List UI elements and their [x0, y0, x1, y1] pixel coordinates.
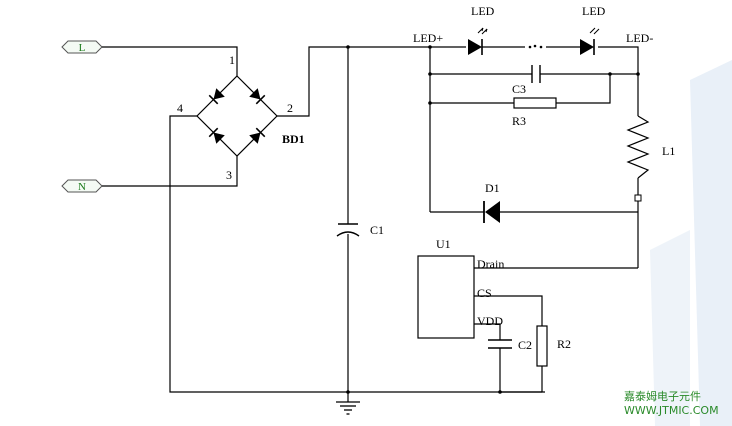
bridge-rectifier: 1 2 3 4 BD1: [177, 53, 305, 182]
bridge-label: BD1: [282, 132, 305, 146]
bridge-pin-3: 3: [226, 168, 232, 182]
bridge-diode-icon: [249, 88, 266, 105]
capacitor-c3: C3: [512, 65, 541, 96]
neutral-terminal: N: [61, 179, 103, 193]
led-plus-label: LED+: [413, 31, 443, 45]
u1-pin-drain: Drain: [477, 257, 504, 271]
bridge-diode-icon: [208, 127, 225, 144]
r2-label: R2: [557, 337, 571, 351]
u1-pin-vdd: VDD: [477, 314, 503, 328]
led-1-icon: [468, 27, 525, 55]
bridge-diode-icon: [249, 127, 266, 144]
neutral-terminal-label: N: [78, 181, 86, 193]
capacitor-c1: C1: [336, 223, 384, 237]
watermark-chinese: 嘉泰姆电子元件: [624, 389, 701, 403]
diode-d1: D1: [483, 181, 500, 223]
u1-label: U1: [436, 237, 451, 251]
ic-u1: U1 Drain CS VDD: [417, 237, 504, 339]
resistor-r3: R3: [512, 97, 557, 128]
led-2-icon: [546, 27, 600, 55]
u1-pin-cs: CS: [477, 286, 492, 300]
r3-label: R3: [512, 114, 526, 128]
led-2-label: LED: [582, 4, 606, 18]
test-point: [634, 194, 642, 202]
bridge-pin-2: 2: [287, 101, 293, 115]
c1-label: C1: [370, 223, 384, 237]
inductor-l1: L1: [626, 115, 675, 179]
ground-icon: [336, 401, 360, 415]
capacitor-c2: C2: [488, 338, 532, 352]
line-terminal-label: L: [79, 42, 86, 54]
c3-label: C3: [512, 82, 526, 96]
led-minus-label: LED-: [626, 31, 653, 45]
wires: [102, 46, 639, 402]
bridge-pin-4: 4: [177, 101, 183, 115]
line-terminal: L: [61, 40, 103, 54]
l1-label: L1: [662, 144, 675, 158]
bridge-pin-1: 1: [229, 53, 235, 67]
led-1-label: LED: [471, 4, 495, 18]
led-series-dots: [528, 44, 543, 49]
led-string: LED LED LED+ LED-: [413, 4, 653, 55]
bridge-diode-icon: [208, 88, 225, 105]
junctions: [346, 45, 640, 394]
resistor-r2: R2: [536, 325, 571, 367]
d1-label: D1: [485, 181, 500, 195]
watermark-url: WWW.JTMIC.COM: [624, 404, 719, 417]
c2-label: C2: [518, 338, 532, 352]
